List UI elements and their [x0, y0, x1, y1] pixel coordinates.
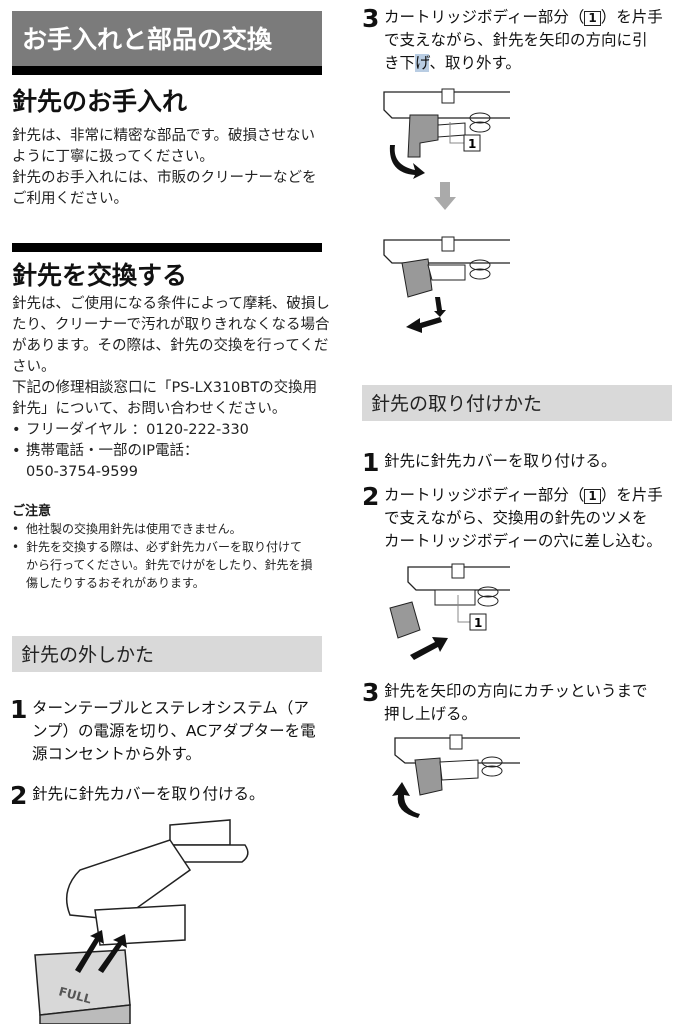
step-text: カートリッジボディーの穴に差し込む。 [384, 532, 662, 550]
step-number: 1 [362, 448, 380, 477]
step-text: 、取り外す。 [429, 54, 521, 72]
step-text: 押し上げる。 [384, 705, 478, 723]
caution-item: から行ってください。針先でけがをしたり、針先を損 [26, 558, 313, 572]
rotate-arrow-icon [389, 145, 425, 179]
step-number: 3 [362, 678, 380, 707]
step-number: 2 [10, 781, 28, 810]
step-text: 源コンセントから外す。 [32, 745, 201, 763]
callout-label: 1 [474, 616, 482, 630]
step-text: ターンテーブルとステレオシステム（ア [32, 699, 309, 717]
install-heading: 針先の取り付けかた [362, 385, 672, 421]
highlighted-text: げ [415, 54, 430, 72]
divider [12, 243, 322, 252]
text-line: さい。 [12, 359, 56, 375]
removal-step-1: 1 ターンテーブルとステレオシステム（ア ンプ）の電源を切り、ACアダプターを電… [10, 697, 330, 766]
step-text: ）を片手 [600, 486, 663, 504]
text-line: 針先は、非常に精密な部品です。破損させない [12, 128, 316, 144]
caution-list: 他社製の交換用針先は使用できません。 針先を交換する際は、必ず針先カバーを取り付… [12, 520, 322, 592]
arrow-up-icon [75, 930, 104, 973]
text-line: ように丁寧に扱ってください。 [12, 149, 214, 165]
step-text: で支えながら、交換用の針先のツメを [384, 509, 648, 527]
rotate-arrow-icon [392, 782, 420, 818]
text-line: があります。その際は、針先の交換を行ってくだ [12, 338, 329, 354]
step-text: 針先を矢印の方向にカチッというまで [384, 682, 648, 700]
step-text: き下 [384, 54, 416, 72]
page-title: お手入れと部品の交換 [12, 11, 322, 66]
callout-box: 1 [584, 11, 601, 26]
care-heading: 針先のお手入れ [12, 87, 188, 116]
removal-step-3: 3 カートリッジボディー部分（1）を片手 で支えながら、針先を矢印の方向に引 き… [362, 6, 677, 75]
arrow-down-icon [434, 297, 446, 317]
step-text: 針先に針先カバーを取り付ける。 [384, 452, 617, 470]
step-number: 3 [362, 4, 380, 33]
callout-box: 1 [584, 489, 601, 504]
step-text: で支えながら、針先を矢印の方向に引 [384, 31, 648, 49]
step-number: 2 [362, 482, 380, 511]
arrow-left-icon [406, 317, 442, 333]
callout-label: 1 [468, 137, 476, 151]
arrow-up-right-icon [410, 637, 448, 660]
contact-freedial: フリーダイヤル ：0120-222-330 [12, 420, 330, 441]
stylus-cover-illustration: FULL [34, 819, 249, 1024]
step-text: 針先に針先カバーを取り付ける。 [32, 785, 265, 803]
caution-item: 傷したりするおそれがあります。 [26, 576, 205, 590]
text-line: たり、クリーナーで汚れが取りきれなくなる場合 [12, 317, 330, 333]
caution-item: 他社製の交換用針先は使用できません。 [12, 520, 322, 538]
step-text: ）を片手 [600, 8, 663, 26]
removal-heading: 針先の外しかた [12, 636, 322, 672]
text-line: 下記の修理相談窓口に「PS-LX310BTの交換用 [12, 380, 318, 396]
step-text: ンプ）の電源を切り、ACアダプターを電 [32, 722, 316, 740]
install-illustration: 1 [389, 563, 510, 660]
care-text: 針先は、非常に精密な部品です。破損させない ように丁寧に扱ってください。 針先の… [12, 126, 330, 210]
caution-item: 針先を交換する際は、必ず針先カバーを取り付けて [12, 538, 322, 556]
text-line: ご利用ください。 [12, 191, 128, 207]
arrow-up-icon [98, 934, 127, 973]
text-line: 針先のお手入れには、市販のクリーナーなどを [12, 170, 317, 186]
removal-illustration: 1 [383, 88, 510, 333]
install-step-1: 1 針先に針先カバーを取り付ける。 [362, 450, 677, 476]
replace-heading: 針先を交換する [12, 261, 188, 290]
divider [12, 66, 322, 75]
removal-step-2: 2 針先に針先カバーを取り付ける。 [10, 783, 330, 809]
text-line: 針先は、ご使用になる条件によって摩耗、破損し [12, 296, 330, 312]
step-text: カートリッジボディー部分（ [384, 486, 585, 504]
step-number: 1 [10, 695, 28, 724]
arrow-down-icon [434, 182, 456, 210]
replace-text: 針先は、ご使用になる条件によって摩耗、破損し たり、クリーナーで汚れが取りきれな… [12, 294, 330, 483]
contact-mobile: 携帯電話・一部のIP電話： [12, 441, 330, 462]
install-step-2: 2 カートリッジボディー部分（1）を片手 で支えながら、交換用の針先のツメを カ… [362, 484, 677, 553]
text-line: 針先」について、お問い合わせください。 [12, 401, 287, 417]
contact-mobile-number: 050-3754-9599 [26, 464, 138, 480]
step-text: カートリッジボディー部分（ [384, 8, 585, 26]
caution-heading: ご注意 [12, 504, 52, 519]
install-step-3: 3 針先を矢印の方向にカチッというまで 押し上げる。 [362, 680, 677, 726]
push-up-illustration [392, 734, 520, 818]
